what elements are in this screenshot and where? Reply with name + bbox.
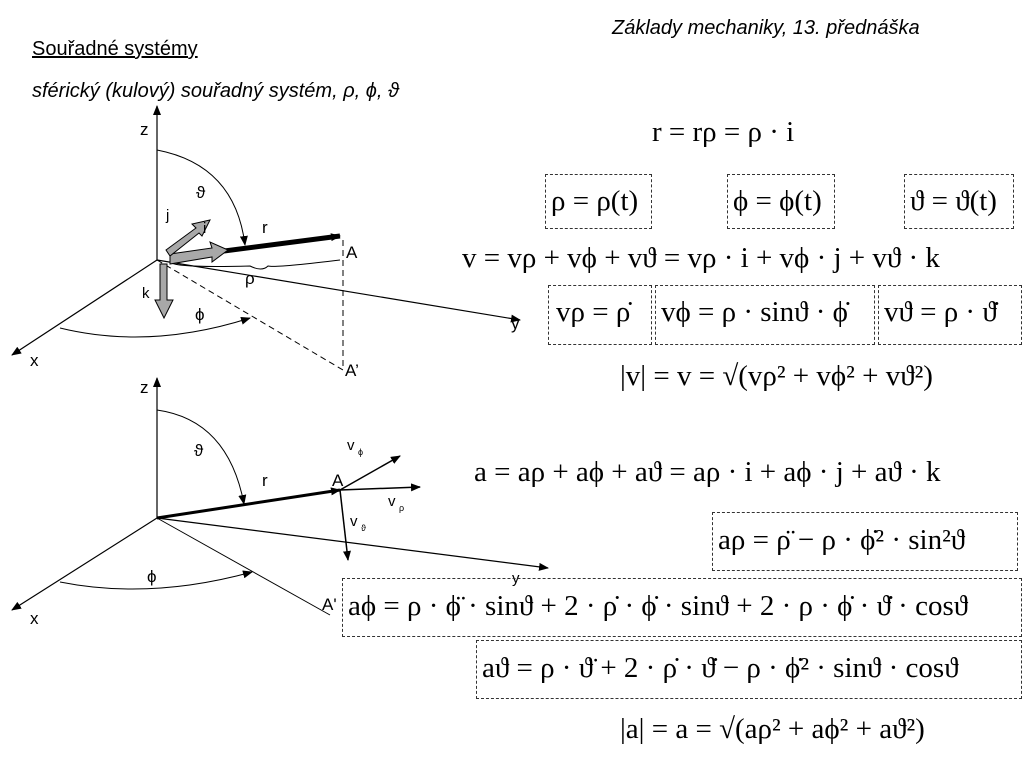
eq-v-rho: vρ = ρ̇ [556,296,631,328]
eq-theta-t: ϑ = ϑ(t) [910,185,997,217]
bottom-theta-label: ϑ [194,441,204,460]
top-theta-label: ϑ [196,183,206,202]
bottom-diagram: z x y A A' ϑ ϕ r v ϕ v ρ v ϑ [11,377,549,628]
bottom-z-label: z [140,378,149,397]
top-z-label: z [140,120,149,139]
top-x-axis [11,259,158,356]
eq-acceleration: a = aρ + aϕ + aϑ = aρ · i + aϕ · j + aϑ … [474,456,941,488]
box-a-rho [712,512,1018,571]
top-i-label: i [203,220,206,237]
bottom-x-axis [11,517,158,611]
top-rho-label: ρ [245,269,255,288]
bottom-A-label: A [332,471,344,490]
bottom-theta-arc [156,409,247,505]
top-k-label: k [142,285,150,302]
box-rho-t [545,174,652,229]
top-dashed-projection [156,259,344,371]
top-phi-arc [59,316,251,338]
eq-v-phi: vϕ = ρ · sinϑ · ϕ̇ [661,296,848,328]
course-header: Základy mechaniky, 13. přednáška [612,17,920,39]
box-theta-t [904,174,1014,229]
eq-v-theta: vϑ = ρ · ϑ̇ [884,296,997,328]
page-subtitle: sférický (kulový) souřadný systém, ρ, ϕ,… [32,80,399,102]
eq-phi-t: ϕ = ϕ(t) [733,185,822,217]
bottom-y-axis [156,517,549,571]
top-A-label: A [346,243,358,262]
v-rho-vector [339,483,421,492]
v-theta-vector [339,489,351,561]
bottom-x-label: x [30,609,39,628]
k-unit-vector [154,263,174,320]
eq-velocity: v = vρ + vϕ + vϑ = vρ · i + vϕ · j + vϑ … [462,242,940,274]
top-r-label: r [262,218,268,237]
eq-a-theta: aϑ = ρ · ϑ̈ + 2 · ρ̇ · ϑ̇ − ρ · ϕ̇² · si… [482,652,959,684]
v-phi-subscript: ϕ [358,447,363,457]
v-phi-vector [339,455,401,491]
i-unit-vector [169,241,229,265]
bottom-line-to-A-prime [156,517,331,616]
bottom-phi-label: ϕ [147,567,157,586]
eq-a-magnitude: |a| = a = √(aρ² + aϕ² + aϑ²) [620,713,925,745]
box-v-rho [548,285,652,345]
top-phi-label: ϕ [195,305,205,324]
j-unit-vector [165,219,211,257]
top-x-label: x [30,351,39,370]
bottom-A-prime-label: A' [322,595,337,614]
eq-a-rho: aρ = ρ̈ − ρ · ϕ̇² · sin²ϑ [718,524,966,556]
bottom-r-label: r [262,471,268,490]
top-rho-brace [169,259,341,270]
top-diagram: z x y A A’ ϑ ϕ ρ r i j k [11,105,521,380]
v-theta-subscript: ϑ [361,523,366,533]
page-title: Souřadné systémy [32,38,198,60]
top-y-label: y [511,314,520,333]
bottom-phi-arc [59,570,253,590]
top-y-axis [156,259,521,323]
v-theta-label: v [350,513,358,530]
v-rho-subscript: ρ [399,503,404,513]
top-j-label: j [165,207,169,224]
box-v-phi [655,285,875,345]
bottom-r-vector [156,487,341,520]
box-a-phi [342,578,1022,637]
box-phi-t [727,174,835,229]
v-phi-label: v [347,437,355,454]
eq-v-magnitude: |v| = v = √(vρ² + vϕ² + vϑ²) [620,360,933,392]
top-A-prime-label: A’ [345,361,359,380]
box-v-theta [878,285,1022,345]
eq-rho-t: ρ = ρ(t) [551,185,639,217]
v-rho-label: v [388,493,396,510]
box-a-theta [476,640,1022,699]
eq-a-phi: aϕ = ρ · ϕ̈ · sinϑ + 2 · ρ̇ · ϕ̇ · sinϑ … [348,590,969,622]
eq-position: r = rρ = ρ · i [652,116,795,148]
top-theta-arc [156,149,248,246]
